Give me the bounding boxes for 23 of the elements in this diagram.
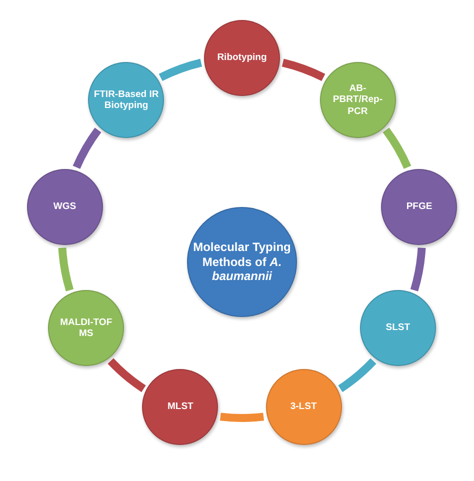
node-label: Molecular Typing Methods of A. baumannii	[192, 240, 292, 284]
node-label: SLST	[386, 322, 410, 334]
ring-connector	[158, 58, 202, 82]
node-label: WGS	[53, 201, 76, 212]
ring-connector	[220, 412, 264, 422]
method-circle	[88, 62, 164, 138]
ring-connector	[282, 58, 326, 82]
ring-connector	[108, 358, 146, 392]
node-label: AB-PBRT/Rep-PCR	[332, 83, 384, 118]
ring-connector	[58, 247, 74, 292]
node-label: PFGE	[406, 201, 432, 212]
method-circle	[142, 369, 218, 446]
node-label: MLST	[167, 401, 194, 413]
ring-connector	[410, 247, 426, 292]
method-circle	[48, 290, 124, 366]
method-circle	[320, 62, 396, 138]
node-label: FTIR-Based IR Biotyping	[93, 88, 160, 112]
ring-connector	[382, 128, 412, 169]
node-label: Ribotyping	[217, 52, 267, 64]
ring-connector	[72, 128, 102, 169]
node-label: MALDI-TOF MS	[59, 316, 114, 340]
node-label: 3-LST	[290, 401, 317, 413]
ring-connector	[338, 358, 376, 392]
